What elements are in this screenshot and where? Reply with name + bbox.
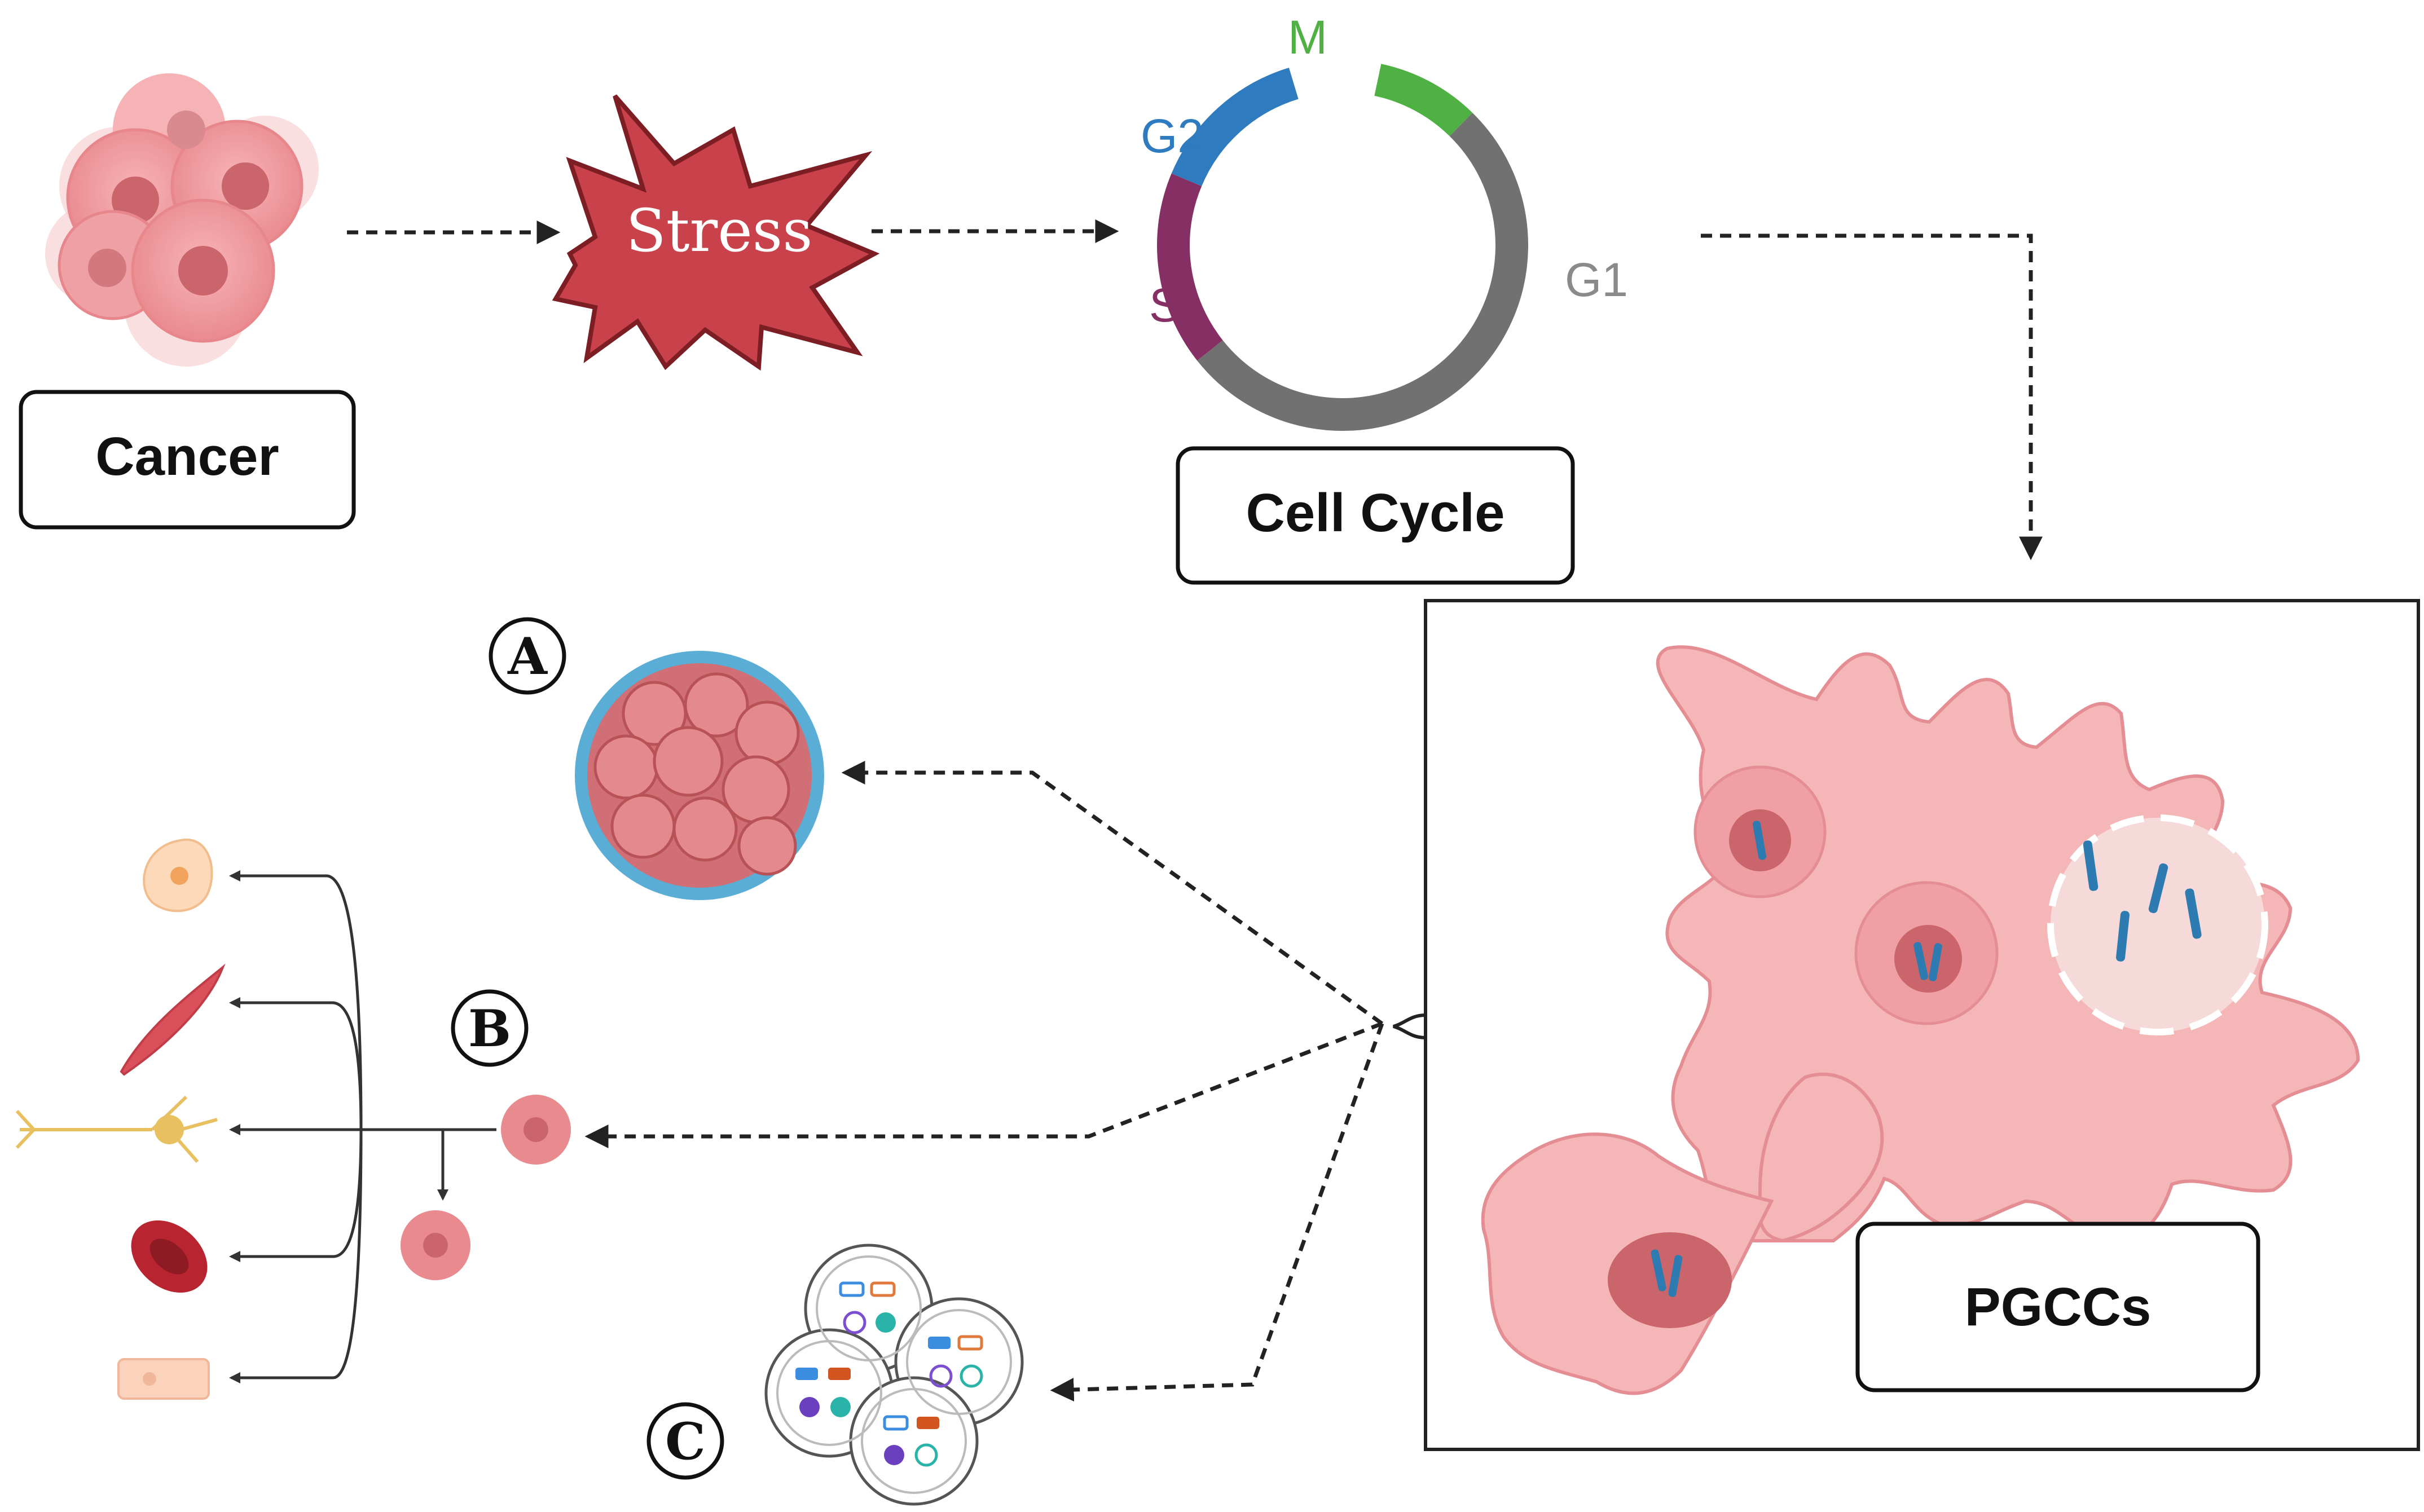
pgccs-label-box: [1855, 1222, 2260, 1392]
arrow-pgcc-to-vesicles: [1050, 1022, 1384, 1402]
arrow-pgcc-to-stemcell: [584, 1021, 1383, 1148]
stem-cell-icon: [401, 1095, 571, 1280]
arrow-cycle-to-pgccs: [1701, 233, 2043, 561]
panel-brace: [1393, 1013, 1426, 1039]
differentiation-tree: [229, 870, 496, 1383]
cell-cycle-ring: [1157, 64, 1528, 431]
outcome-a-label: A: [507, 627, 548, 686]
cell-cycle-label-m: M: [1288, 11, 1327, 64]
cell-cycle-label-box: [1176, 446, 1575, 585]
pgcc-cell-icon: [1481, 645, 2360, 1395]
pgccs-label: PGCCs: [1965, 1277, 2152, 1337]
cell-cycle-segment-g1: [1197, 112, 1528, 431]
cell-cycle-segment-s: [1157, 173, 1223, 361]
outcome-b-label: B: [468, 999, 511, 1059]
arrow-pgcc-to-spheroid: [841, 761, 1384, 1025]
outcome-c-label: C: [665, 1412, 706, 1471]
cell-cycle-center: [1190, 93, 1495, 398]
cell-cycle-phase-labels: M G1 S G2: [1141, 11, 1628, 332]
outcome-a-badge: [489, 617, 566, 695]
cancer-label: Cancer: [95, 426, 279, 487]
stress-burst-icon: [552, 94, 880, 371]
outcome-b-badge: [451, 989, 529, 1067]
cell-cycle-label-s: S: [1149, 279, 1181, 332]
cell-cycle-segment-m: [1374, 64, 1473, 136]
vesicles-icon: [764, 1244, 1024, 1506]
cell-cycle-label-g2: G2: [1141, 109, 1204, 162]
cancer-label-box: [19, 390, 356, 530]
cancer-cells-icon: [45, 73, 319, 367]
differentiated-cells-icon: [15, 838, 226, 1400]
cell-cycle-segment-g2: [1171, 68, 1299, 187]
stress-label: Stress: [626, 196, 812, 265]
cell-cycle-label-g1: G1: [1565, 253, 1628, 306]
outcome-c-badge: [646, 1402, 724, 1480]
cell-cycle-label: Cell Cycle: [1246, 483, 1505, 543]
spheroid-icon: [575, 651, 824, 900]
